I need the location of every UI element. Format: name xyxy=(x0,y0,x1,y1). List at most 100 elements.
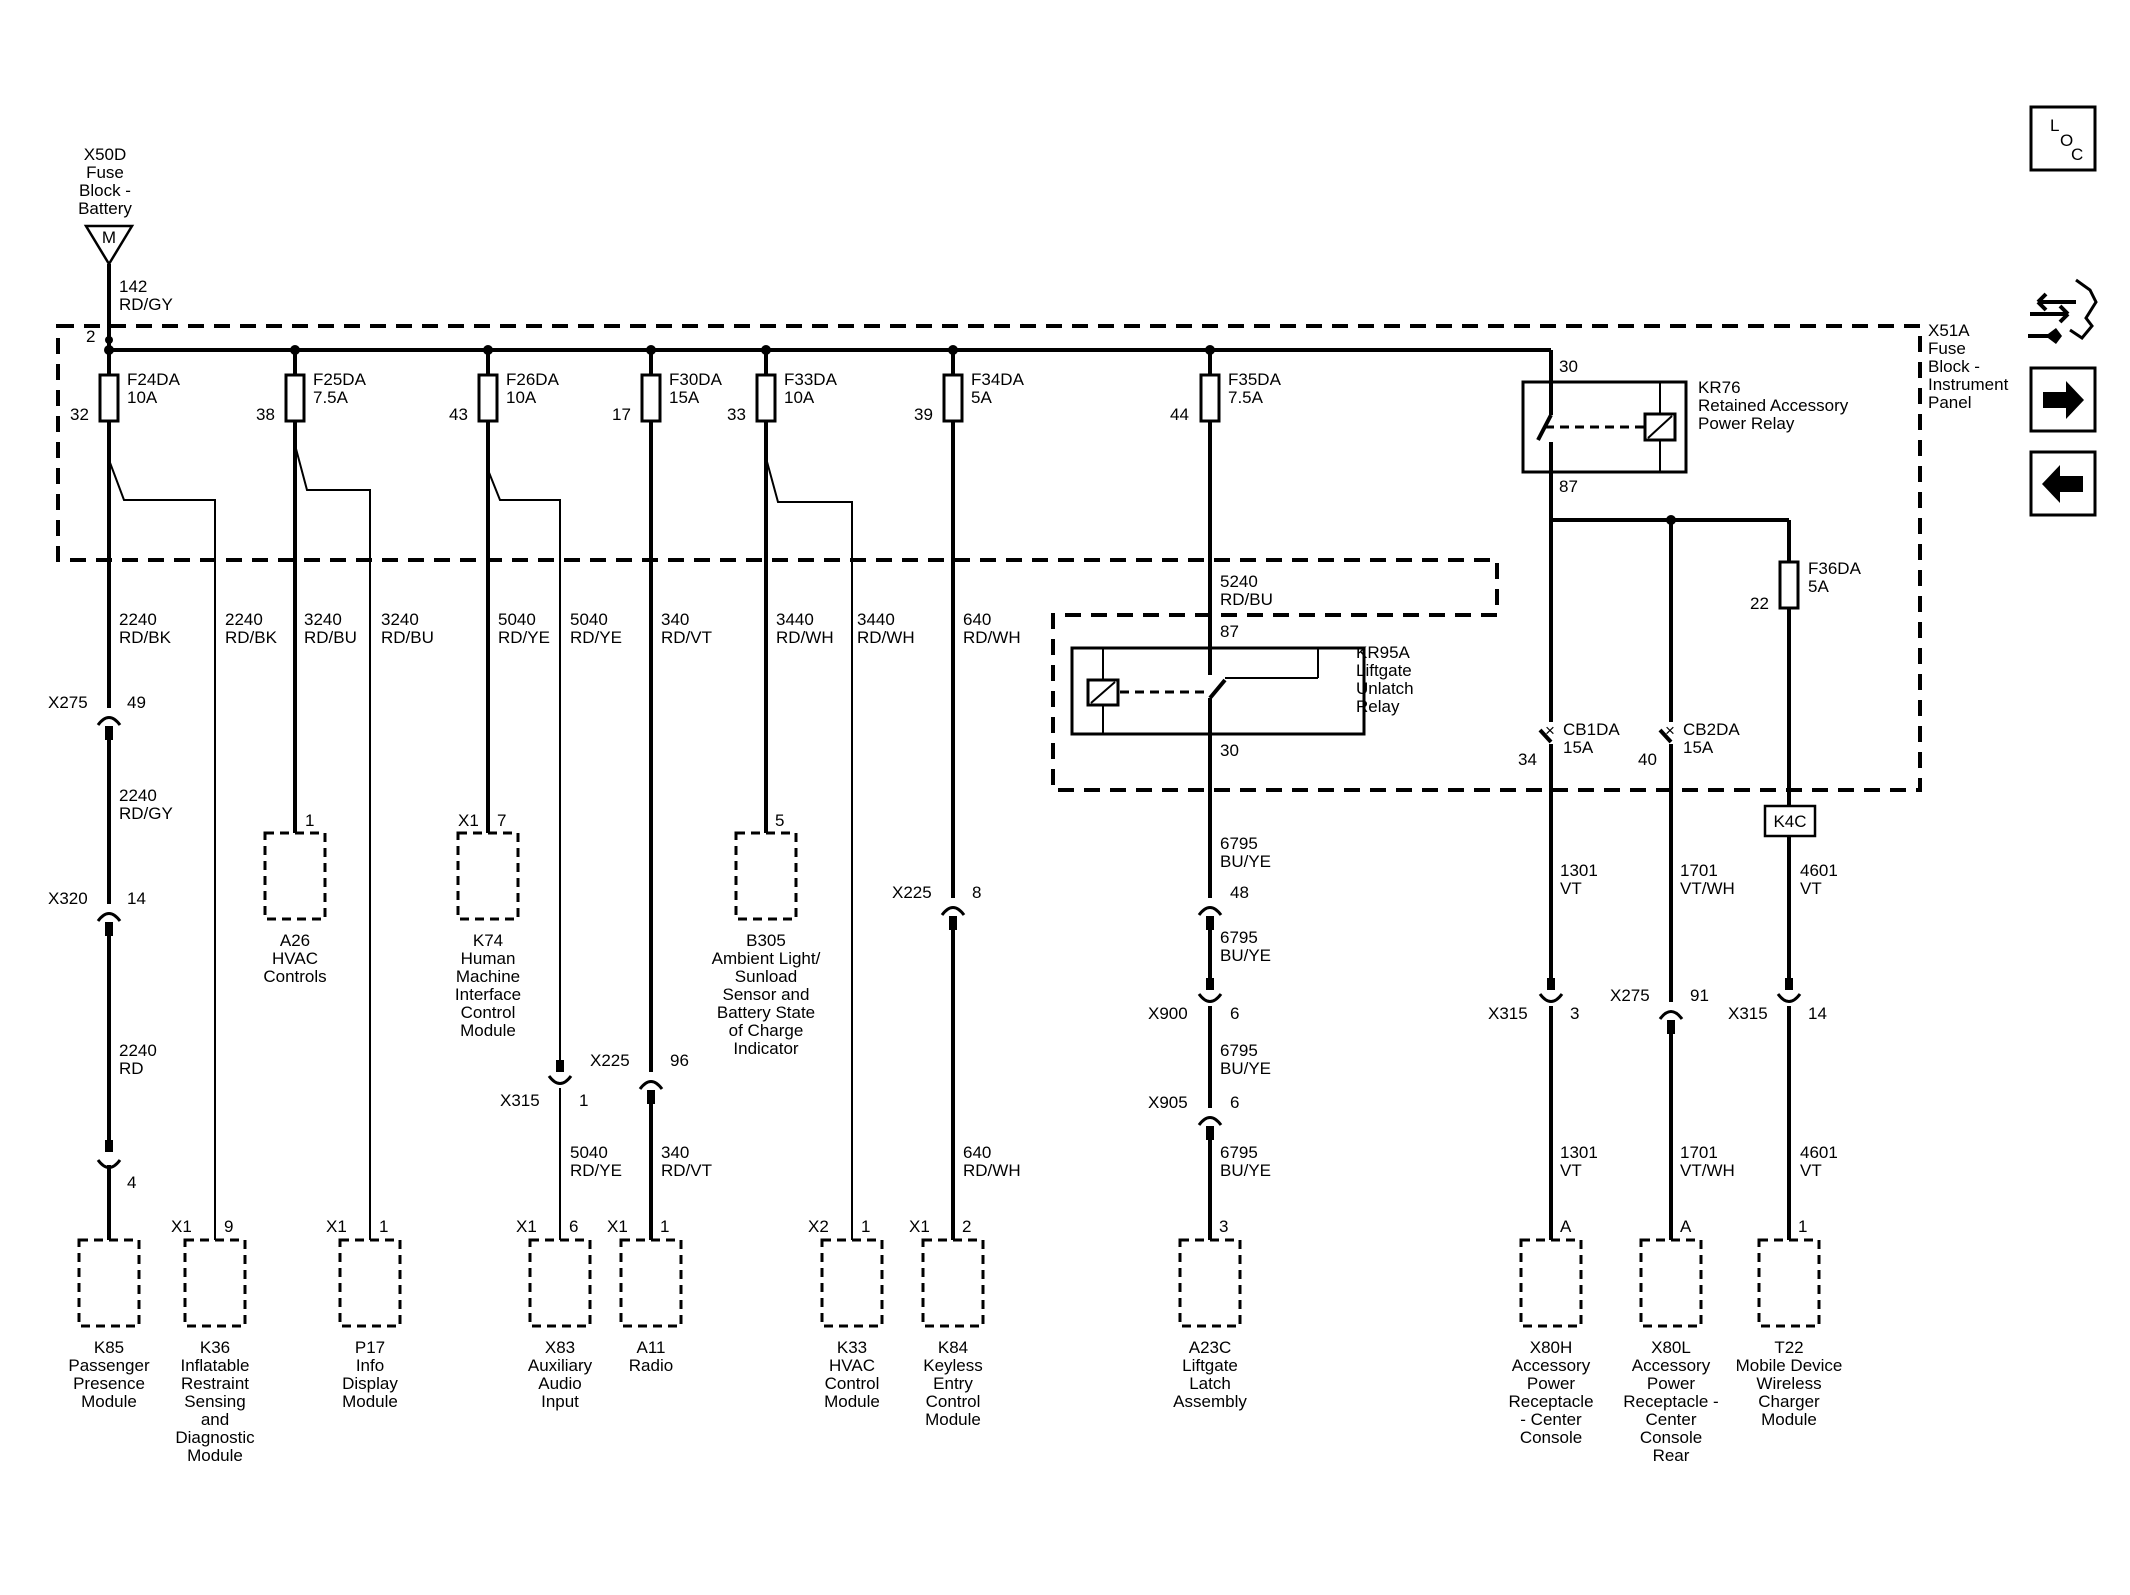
diagram-label: RD/YE xyxy=(570,1161,622,1180)
diagram-label: VT/WH xyxy=(1680,1161,1735,1180)
component-label: Rear xyxy=(1653,1446,1690,1465)
diagram-label: 5240 xyxy=(1220,572,1258,591)
diagram-label: 1301 xyxy=(1560,861,1598,880)
component-label: Module xyxy=(1761,1410,1817,1429)
previous-page-button[interactable] xyxy=(2029,450,2097,517)
diagram-label: RD/VT xyxy=(661,628,712,647)
fuse-amp: 10A xyxy=(127,388,158,407)
component-label: Console xyxy=(1520,1428,1582,1447)
tools-button[interactable] xyxy=(2028,278,2098,344)
fuse-pin: 43 xyxy=(449,405,468,424)
power-bus xyxy=(104,264,1551,355)
relay-pin: 87 xyxy=(1220,622,1239,641)
component-label: K36 xyxy=(200,1338,230,1357)
diagram-label: 96 xyxy=(670,1051,689,1070)
source-label: X50D xyxy=(84,145,127,164)
component-box xyxy=(77,1238,141,1328)
diagram-label: RD/VT xyxy=(661,1161,712,1180)
breaker-x-icon: × xyxy=(1665,721,1675,740)
fuse-name: F25DA xyxy=(313,370,367,389)
component-label: Passenger xyxy=(68,1356,150,1375)
diagram-label: VT/WH xyxy=(1680,879,1735,898)
diagram-label: BU/YE xyxy=(1220,1161,1271,1180)
diagram-label: RD/BU xyxy=(304,628,357,647)
source-wire-color: RD/GY xyxy=(119,295,173,314)
connector-pin: 1 xyxy=(660,1217,669,1236)
component-label: Center xyxy=(1645,1410,1696,1429)
component-label: Module xyxy=(342,1392,398,1411)
fuse-name: F35DA xyxy=(1228,370,1282,389)
component-box xyxy=(921,1238,985,1328)
relay-kr76: 30 87 KR76 Retained Accessory Power Rela… xyxy=(1521,357,1849,496)
breaker-amp: 15A xyxy=(1563,738,1594,757)
relay-pin: 30 xyxy=(1559,357,1578,376)
diagram-label: BU/YE xyxy=(1220,852,1271,871)
fuse-pin: 38 xyxy=(256,405,275,424)
relay-label: Retained Accessory xyxy=(1698,396,1849,415)
panel-block-label: Block - xyxy=(1928,357,1980,376)
inline-connector: 48 xyxy=(1197,883,1249,932)
connector-pin: 1 xyxy=(1798,1217,1807,1236)
diagram-label: 3440 xyxy=(776,610,814,629)
fuse-amp: 10A xyxy=(784,388,815,407)
panel-block-label: Fuse xyxy=(1928,339,1966,358)
panel-block-label: Panel xyxy=(1928,393,1971,412)
fuse-f24da: F24DA 10A 32 xyxy=(70,350,181,424)
component-label: Module xyxy=(824,1392,880,1411)
diagram-label: 6 xyxy=(1230,1093,1239,1112)
connector-name: X1 xyxy=(326,1217,347,1236)
diagram-label: X900 xyxy=(1148,1004,1188,1023)
diagram-label: 48 xyxy=(1230,883,1249,902)
arrow-right-icon xyxy=(2043,381,2084,419)
diagram-label: RD/BU xyxy=(381,628,434,647)
component-label: Audio xyxy=(538,1374,581,1393)
fuse-pin: 17 xyxy=(612,405,631,424)
component-label: Power xyxy=(1527,1374,1576,1393)
diagram-label: RD/WH xyxy=(857,628,915,647)
diagram-label: B305 xyxy=(746,931,786,950)
component-label: K85 xyxy=(94,1338,124,1357)
fuse-block-outline: X51A Fuse Block - Instrument Panel xyxy=(56,321,2009,792)
connector-pin: A xyxy=(1560,1217,1572,1236)
panel-block-label: Instrument xyxy=(1928,375,2009,394)
fuse-amp: 15A xyxy=(669,388,700,407)
relay-kr95a: 87 30 KR95A Liftgate Unlatch Relay xyxy=(1070,622,1414,760)
component-label: Accessory xyxy=(1632,1356,1711,1375)
diagram-label: 340 xyxy=(661,1143,689,1162)
fuse-amp: 7.5A xyxy=(313,388,349,407)
diagram-label: RD/WH xyxy=(776,628,834,647)
diagram-label: VT xyxy=(1800,1161,1822,1180)
relay-label: Relay xyxy=(1356,697,1400,716)
relay-name: KR76 xyxy=(1698,378,1741,397)
component-label: P17 xyxy=(355,1338,385,1357)
diagram-label: 3240 xyxy=(381,610,419,629)
next-page-button[interactable] xyxy=(2029,366,2097,433)
connector-pin: 3 xyxy=(1219,1217,1228,1236)
loc-button[interactable]: L O C xyxy=(2029,105,2097,172)
diagram-label: 8 xyxy=(972,883,981,902)
diagram-label: 3 xyxy=(1570,1004,1579,1023)
component-label: Restraint xyxy=(181,1374,249,1393)
relay-pin: 30 xyxy=(1220,741,1239,760)
connector-name: X1 xyxy=(516,1217,537,1236)
component-label: Accessory xyxy=(1512,1356,1591,1375)
diagram-label: 4601 xyxy=(1800,1143,1838,1162)
diagram-label: 1701 xyxy=(1680,1143,1718,1162)
fuse-pin: 33 xyxy=(727,405,746,424)
component-label: X80H xyxy=(1530,1338,1573,1357)
relay-label: Power Relay xyxy=(1698,414,1795,433)
fuse-f25da: F25DA 7.5A 38 xyxy=(256,350,367,424)
connector-name: X1 xyxy=(171,1217,192,1236)
fuse-name: F33DA xyxy=(784,370,838,389)
component-box xyxy=(528,1238,592,1328)
component-label: Inflatable xyxy=(181,1356,250,1375)
component-box xyxy=(1639,1238,1703,1328)
diagram-label: HVAC xyxy=(272,949,318,968)
connector-name: X2 xyxy=(808,1217,829,1236)
